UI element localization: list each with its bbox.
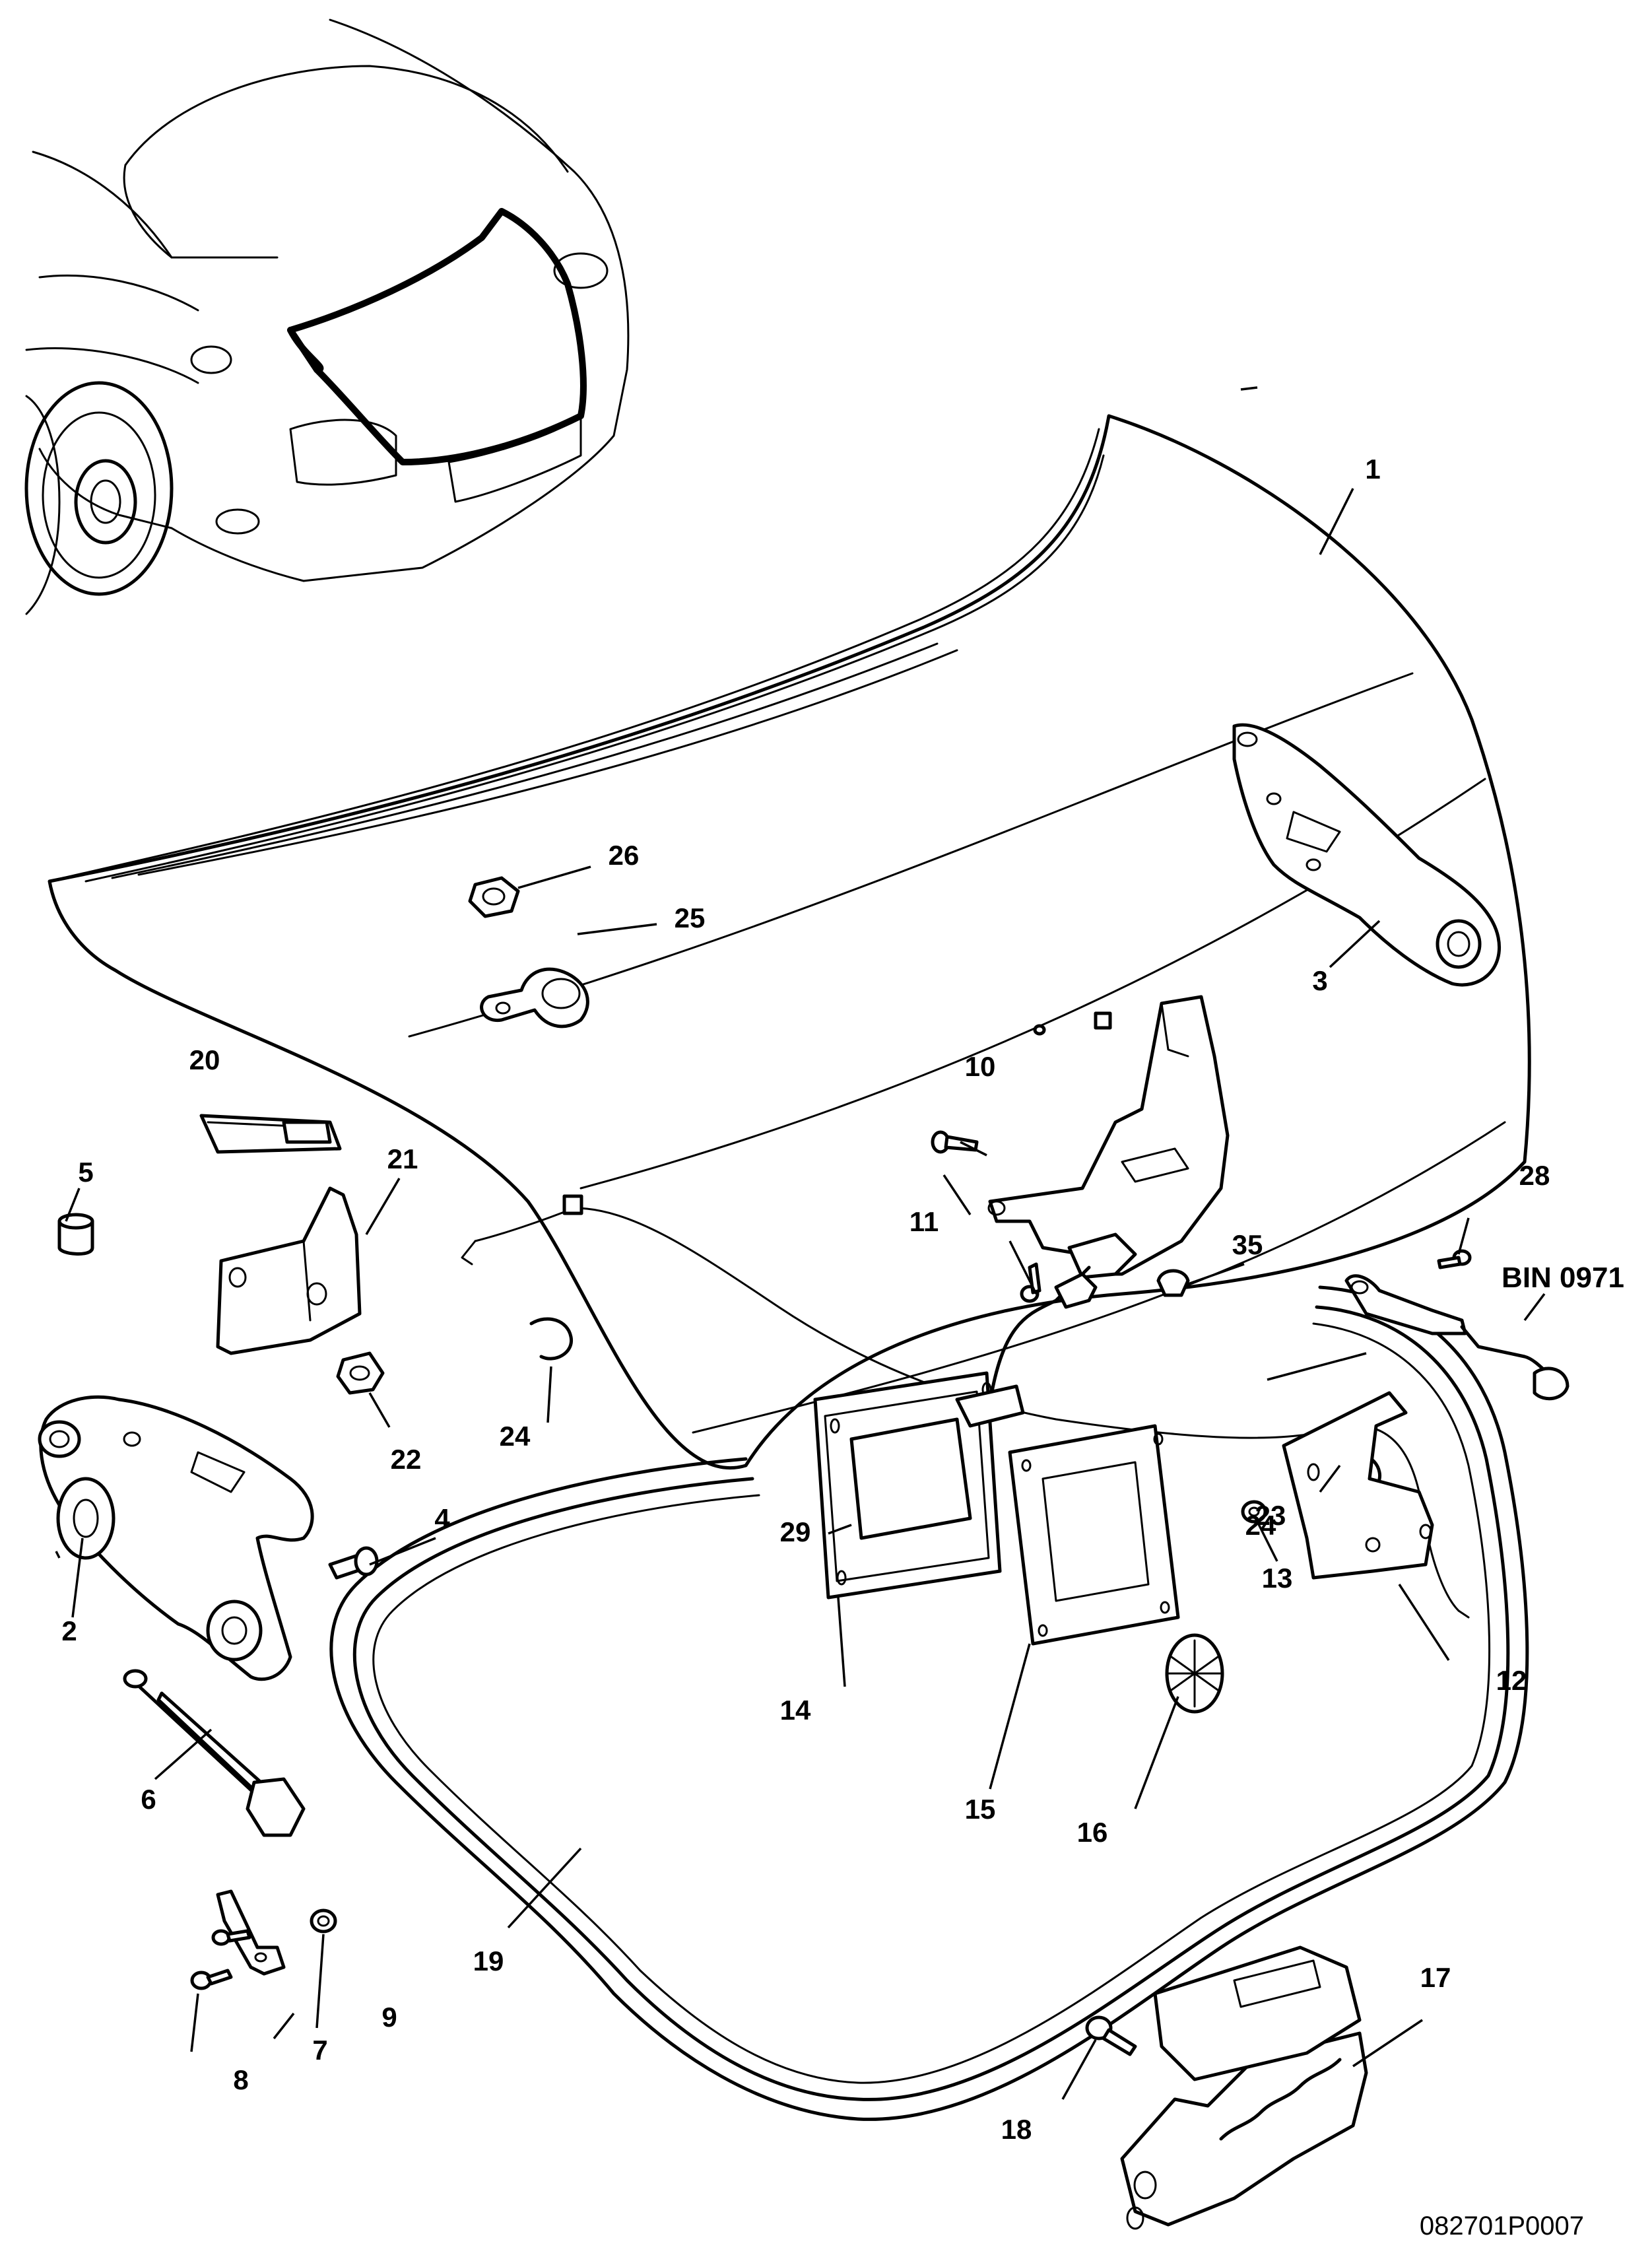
part-label-12: 12 xyxy=(1496,1665,1527,1696)
part-label-16: 16 xyxy=(1077,1817,1108,1848)
gas-strut xyxy=(123,1669,306,1837)
part-label-21: 21 xyxy=(387,1143,418,1174)
part-label-7: 7 xyxy=(312,2035,327,2066)
part-label-13: 13 xyxy=(1262,1563,1293,1594)
bolt-4 xyxy=(328,1546,379,1580)
p-clip-25 xyxy=(480,967,589,1028)
hinge-right xyxy=(1232,723,1501,987)
switch-housing xyxy=(813,1265,1098,1600)
nut-13 xyxy=(1241,1500,1267,1524)
part-label-17: 17 xyxy=(1420,1962,1451,1993)
part-number-labels: 1 2 3 4 5 6 7 8 9 10 11 12 13 14 15 16 1… xyxy=(61,454,1624,2241)
clip-24-left xyxy=(529,1317,573,1361)
nut-22 xyxy=(336,1351,385,1395)
part-label-35: 35 xyxy=(1232,1229,1263,1260)
nut-26 xyxy=(468,876,520,918)
part-label-24a: 24 xyxy=(500,1421,531,1452)
nut-9 xyxy=(310,1908,337,1934)
bin-reference-label: BIN 0971 xyxy=(1502,1262,1624,1294)
part-label-18: 18 xyxy=(1001,2114,1032,2145)
part-label-23: 23 xyxy=(1255,1500,1286,1531)
leader-lines xyxy=(55,386,1546,2100)
part-label-22: 22 xyxy=(391,1444,422,1475)
part-label-3: 3 xyxy=(1312,965,1327,996)
part-label-19: 19 xyxy=(473,1945,504,1976)
gasket-15 xyxy=(1008,1424,1180,1646)
latch-assembly-17 xyxy=(1120,1945,1368,2230)
boot-seal xyxy=(329,1285,1529,2121)
boot-handle xyxy=(199,1114,342,1154)
part-label-5: 5 xyxy=(78,1157,93,1188)
part-label-6: 6 xyxy=(141,1784,156,1815)
part-label-8: 8 xyxy=(233,2064,248,2095)
part-label-28: 28 xyxy=(1519,1160,1550,1191)
rubber-buffer xyxy=(57,1213,94,1256)
part-label-10: 10 xyxy=(965,1051,996,1082)
bolt-18 xyxy=(1085,2015,1137,2056)
part-label-9: 9 xyxy=(381,2002,397,2033)
part-label-26: 26 xyxy=(609,840,640,871)
part-label-2: 2 xyxy=(61,1615,77,1646)
part-label-20: 20 xyxy=(189,1044,220,1075)
car-overview-illustration xyxy=(24,18,630,615)
part-label-24b: 24 xyxy=(1245,1510,1276,1541)
part-label-1: 1 xyxy=(1365,454,1380,485)
handle-bracket xyxy=(216,1186,362,1355)
bracket-12 xyxy=(1282,1391,1434,1580)
part-label-14: 14 xyxy=(780,1695,811,1726)
part-label-4: 4 xyxy=(434,1503,450,1534)
wiring-harness-28 xyxy=(1344,1249,1569,1401)
bolt-8 xyxy=(190,1929,251,1990)
part-label-15: 15 xyxy=(965,1794,996,1825)
part-label-29: 29 xyxy=(780,1516,811,1547)
blanking-plug-16 xyxy=(1165,1633,1224,1714)
part-label-25: 25 xyxy=(675,902,706,933)
bump-stop-35 xyxy=(1156,1269,1190,1297)
drawing-code-label: 082701P0007 xyxy=(1420,2211,1584,2241)
hinge-left xyxy=(38,1395,314,1681)
boot-latch xyxy=(987,995,1230,1279)
part-label-11: 11 xyxy=(909,1206,939,1237)
